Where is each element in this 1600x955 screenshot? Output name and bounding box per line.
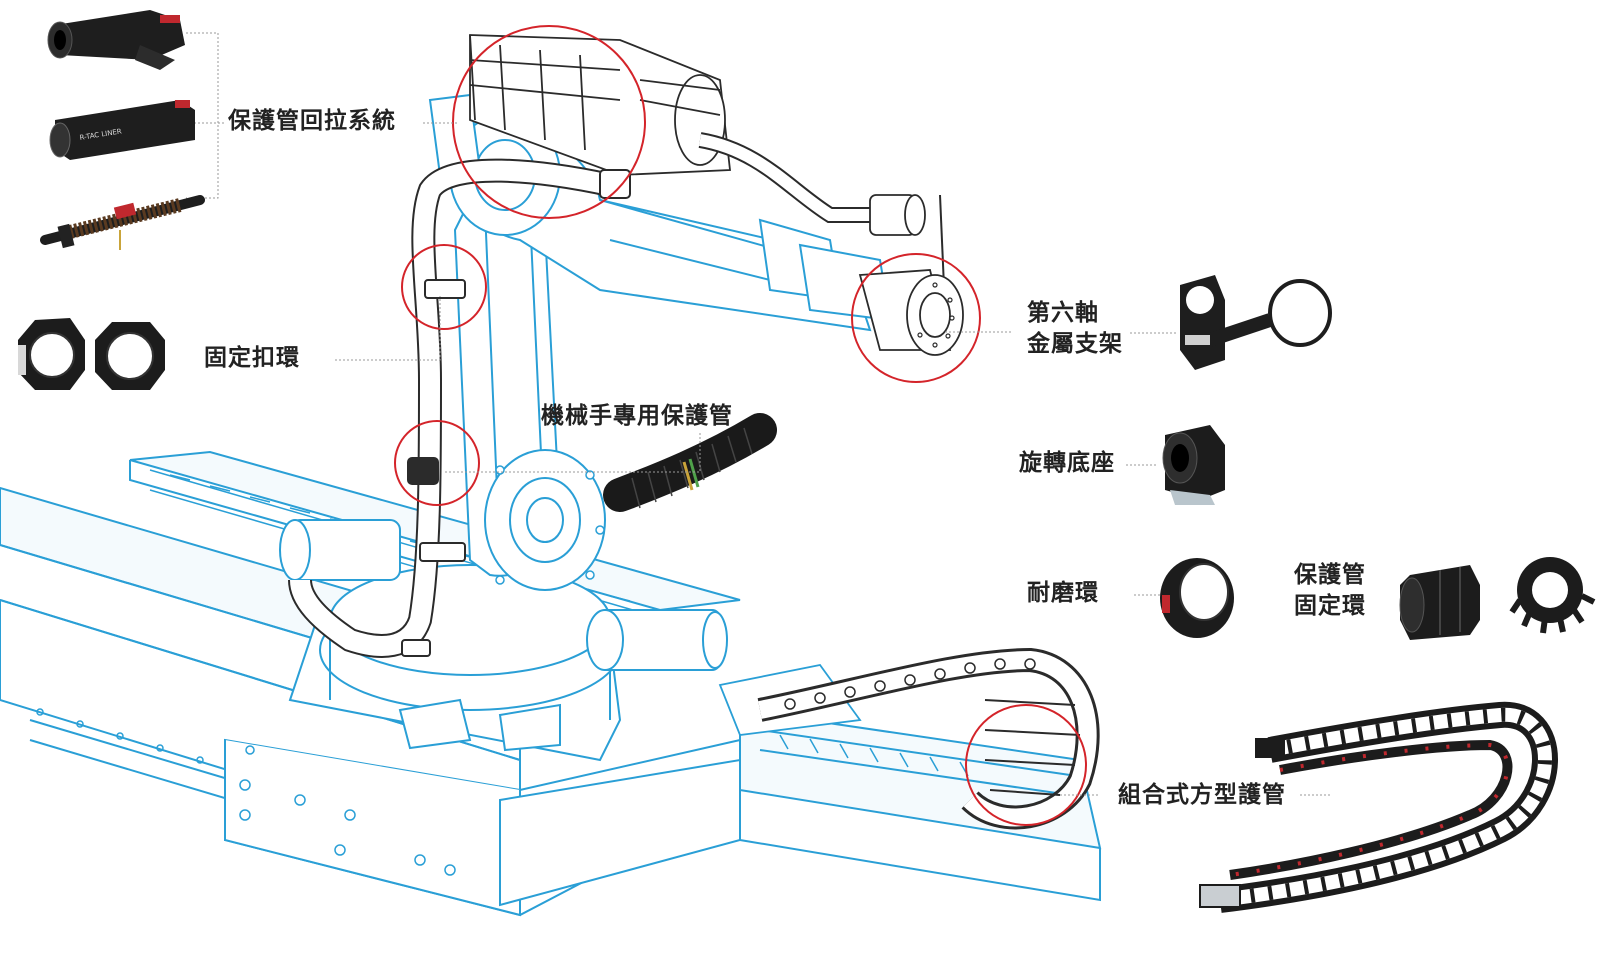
top-retraction-housing (469, 34, 946, 311)
circle-hose (394, 420, 480, 506)
cable-chain-icon (1199, 701, 1558, 913)
retraction-liner-icon: R-TAC LINER (49, 100, 195, 160)
label-modular-cable-chain: 組合式方型護管 (1118, 782, 1286, 808)
fixing-ring-icon (1399, 557, 1596, 640)
leader-clamp (335, 296, 441, 361)
track-cable-chain (718, 647, 1100, 830)
leader-hose (445, 432, 701, 473)
circle-clamp (401, 244, 487, 330)
retraction-spring-icon (40, 195, 205, 250)
wear-ring-icon (1160, 558, 1234, 638)
sixth-axis-flange (858, 269, 964, 356)
label-hose-fixing-ring-line1: 保護管 (1294, 562, 1366, 588)
clamp-ring-icon (18, 318, 165, 390)
robot-lower-arm (453, 195, 606, 591)
retraction-tube-icon (47, 10, 185, 70)
label-sixth-axis: 第六軸 金屬支架 (1027, 298, 1123, 360)
label-hose-fixing-ring: 保護管 固定環 (1294, 560, 1366, 622)
label-fixing-clamp: 固定扣環 (204, 345, 300, 371)
highlight-circles (394, 25, 1087, 826)
robot-carriage (224, 519, 741, 917)
swivel-base-icon (1162, 425, 1225, 505)
label-retraction-system: 保護管回拉系統 (228, 108, 396, 134)
label-wear-ring: 耐磨環 (1027, 580, 1099, 606)
robot-dress-hose (288, 158, 631, 658)
label-rotating-base: 旋轉底座 (1019, 450, 1115, 476)
circle-cable-chain (965, 704, 1087, 826)
label-sixth-axis-line1: 第六軸 (1027, 300, 1099, 326)
label-hose-fixing-ring-line2: 固定環 (1294, 593, 1366, 620)
label-robot-hose: 機械手專用保護管 (541, 403, 733, 429)
robot-hose-product (603, 413, 777, 512)
bracket-icon (1180, 275, 1332, 370)
label-sixth-axis-line2: 金屬支架 (1027, 331, 1123, 358)
circle-retraction (452, 25, 646, 219)
circle-sixth-axis (851, 253, 981, 383)
